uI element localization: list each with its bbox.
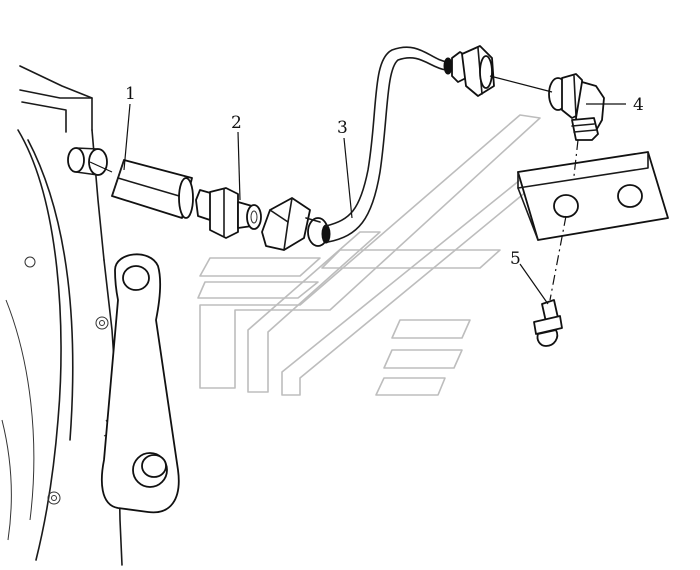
engine-housing [1,65,123,566]
callout-1: 1 [125,84,136,104]
link-arm [101,253,180,514]
callout-3: 3 [337,118,348,138]
part-5-bolt [533,299,563,347]
mounting-bracket [517,151,669,241]
callout-2: 2 [231,113,242,133]
watermark-logo [197,114,541,396]
assembly-centerlines [89,75,579,301]
part-1-hex-adapter [111,159,194,219]
part-4-elbow-fitting [548,73,605,141]
callout-5: 5 [510,249,521,269]
leader-lines [123,103,626,305]
part-2-union-fitting [195,187,262,239]
part-3-pipe-assembly [261,45,495,251]
callout-4: 4 [633,95,644,115]
